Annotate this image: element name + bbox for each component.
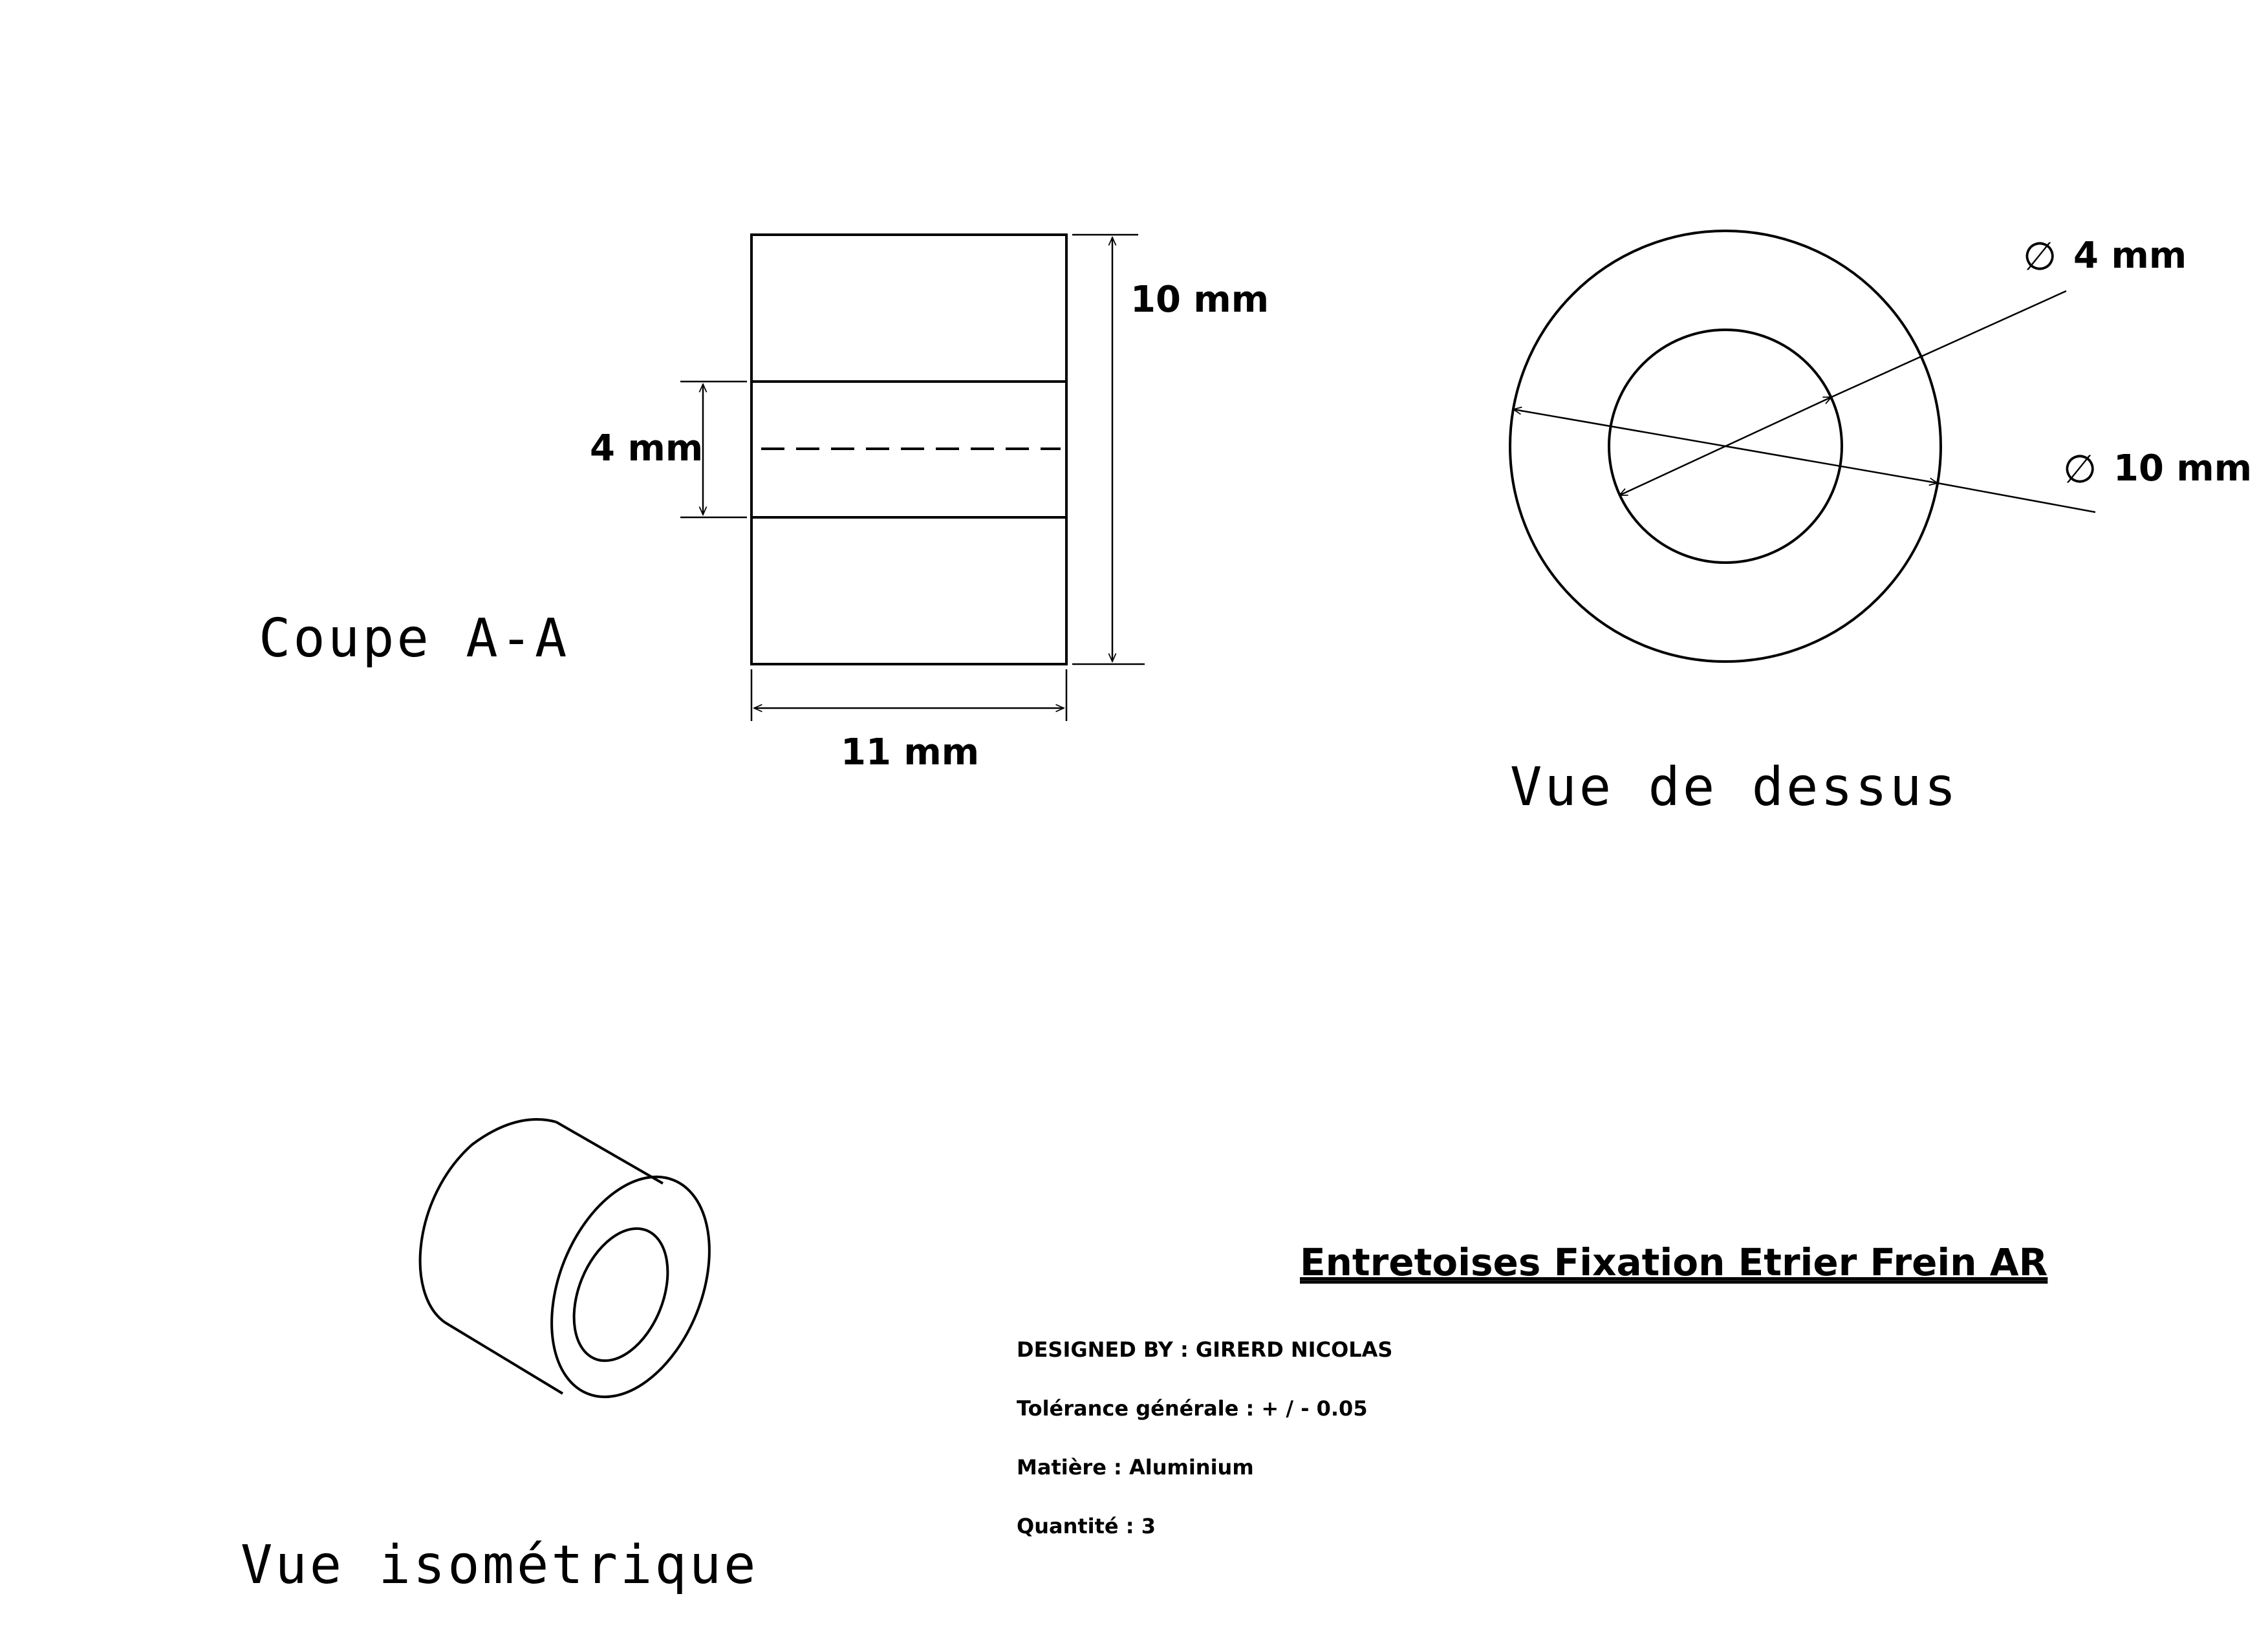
top-view-label: Vue de dessus — [1510, 757, 1959, 818]
diameter-symbol-icon: ∅ — [2063, 447, 2097, 492]
outer-diameter-line — [1513, 409, 1938, 483]
height-dim-text: 10 mm — [1130, 279, 1269, 321]
section-view: 10 mm 4 mm 11 mm Coupe A-A — [259, 233, 1269, 773]
diameter-symbol-icon: ∅ — [2023, 234, 2057, 279]
title-block: Entretoises Fixation Etrier Frein AR DES… — [1017, 1240, 2048, 1538]
outer-diameter-leader — [1937, 482, 2096, 513]
general-tolerance: Tolérance générale : + / - 0.05 — [1017, 1396, 1368, 1421]
outer-circle — [1509, 230, 1942, 663]
iso-front-inner — [572, 1227, 669, 1363]
outer-diameter-text: 10 mm — [2113, 447, 2252, 490]
quantity: Quantité : 3 — [1017, 1514, 1156, 1538]
iso-front-outer — [550, 1175, 711, 1399]
iso-bottom-edge — [444, 1321, 564, 1395]
material: Matière : Aluminium — [1017, 1455, 1254, 1480]
bore-dim-text: 4 mm — [590, 427, 703, 469]
isometric-view-label: Vue isométrique — [241, 1535, 759, 1596]
iso-top-edge — [556, 1121, 664, 1185]
top-view: ∅ 4 mm ∅ 10 mm Vue de dessus — [1509, 230, 2252, 818]
inner-diameter-text: 4 mm — [2073, 235, 2187, 277]
drawing-title: Entretoises Fixation Etrier Frein AR — [1300, 1240, 2047, 1284]
width-dim-text: 11 mm — [841, 731, 979, 773]
inner-diameter-leader — [1831, 290, 2067, 398]
iso-back-edge — [418, 1117, 557, 1324]
section-view-label: Coupe A-A — [259, 608, 569, 669]
isometric-view: Vue isométrique — [241, 1117, 759, 1596]
designed-by: DESIGNED BY : GIRERD NICOLAS — [1017, 1337, 1392, 1362]
section-outline — [750, 233, 1068, 665]
